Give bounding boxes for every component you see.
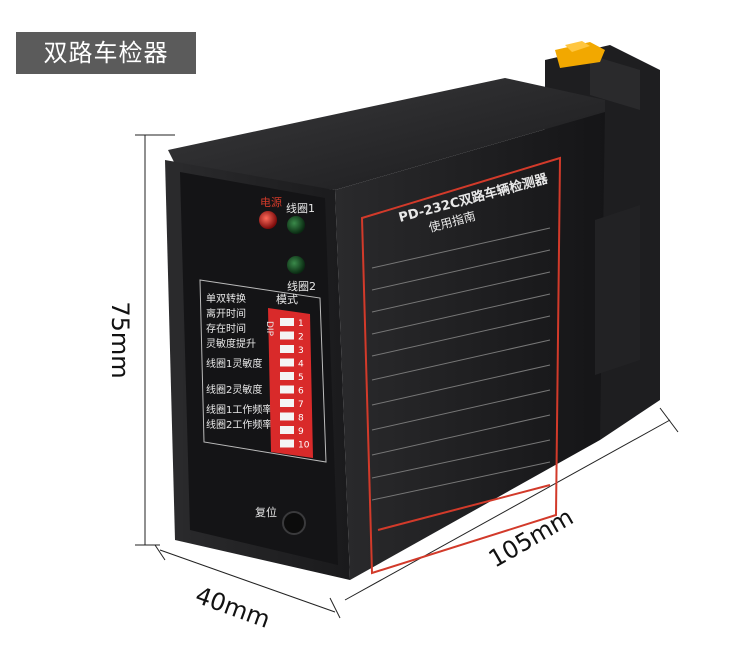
height-label: 75mm bbox=[106, 301, 134, 378]
dip-toggle-5[interactable] bbox=[280, 372, 294, 380]
detector-device bbox=[165, 41, 660, 580]
reset-label: 复位 bbox=[255, 505, 277, 519]
dip-number-3: 3 bbox=[298, 346, 304, 356]
dip-toggle-7[interactable] bbox=[280, 399, 294, 407]
product-title: 双路车检器 bbox=[16, 32, 196, 74]
coil2-label: 线圈2 bbox=[287, 279, 316, 293]
dip-toggle-10[interactable] bbox=[280, 439, 294, 448]
setting-5: 线圈2灵敏度 bbox=[206, 383, 262, 396]
depth-label: 40mm bbox=[192, 581, 274, 634]
dip-number-6: 6 bbox=[298, 387, 304, 397]
dip-label: DIP bbox=[264, 321, 274, 337]
setting-4: 线圈1灵敏度 bbox=[206, 357, 262, 370]
din-clip bbox=[555, 42, 605, 68]
dip-number-10: 10 bbox=[298, 441, 310, 451]
setting-3: 灵敏度提升 bbox=[206, 337, 256, 350]
dip-switch-block[interactable] bbox=[268, 308, 313, 458]
dip-number-5: 5 bbox=[298, 373, 304, 383]
dimension-length bbox=[344, 407, 679, 601]
dimension-height bbox=[135, 134, 175, 546]
dip-number-9: 9 bbox=[298, 427, 304, 437]
dip-toggle-6[interactable] bbox=[280, 385, 294, 394]
dip-toggle-1[interactable] bbox=[280, 318, 294, 326]
dip-number-2: 2 bbox=[298, 333, 304, 343]
power-label: 电源 bbox=[260, 195, 282, 209]
reset-button[interactable] bbox=[282, 511, 306, 535]
dimension-depth bbox=[154, 544, 341, 619]
length-label: 105mm bbox=[484, 503, 578, 574]
dip-number-7: 7 bbox=[298, 400, 304, 410]
setting-1: 离开时间 bbox=[206, 307, 246, 320]
power-led-icon bbox=[259, 211, 277, 229]
coil2-led-icon bbox=[287, 256, 305, 274]
dip-toggle-3[interactable] bbox=[280, 345, 294, 353]
setting-6: 线圈1工作频率 bbox=[206, 403, 272, 416]
dip-number-8: 8 bbox=[298, 414, 304, 424]
dip-toggle-8[interactable] bbox=[280, 412, 294, 421]
led-indicators: 电源 线圈1 线圈2 bbox=[259, 195, 316, 293]
coil1-label: 线圈1 bbox=[286, 201, 315, 215]
setting-2: 存在时间 bbox=[206, 322, 246, 335]
dip-toggle-4[interactable] bbox=[280, 358, 294, 367]
dip-toggle-9[interactable] bbox=[280, 426, 294, 434]
dip-number-1: 1 bbox=[298, 319, 304, 329]
setting-0: 单双转换 bbox=[206, 292, 246, 305]
coil1-led-icon bbox=[287, 216, 305, 234]
dip-toggle-2[interactable] bbox=[280, 331, 294, 340]
settings-panel: 模式 单双转换 离开时间 存在时间 灵敏度提升 线圈1灵敏度 线圈2灵敏度 线圈… bbox=[199, 279, 327, 463]
setting-7: 线圈2工作频率 bbox=[206, 418, 272, 431]
mode-label: 模式 bbox=[276, 293, 298, 306]
dip-number-4: 4 bbox=[298, 360, 304, 370]
